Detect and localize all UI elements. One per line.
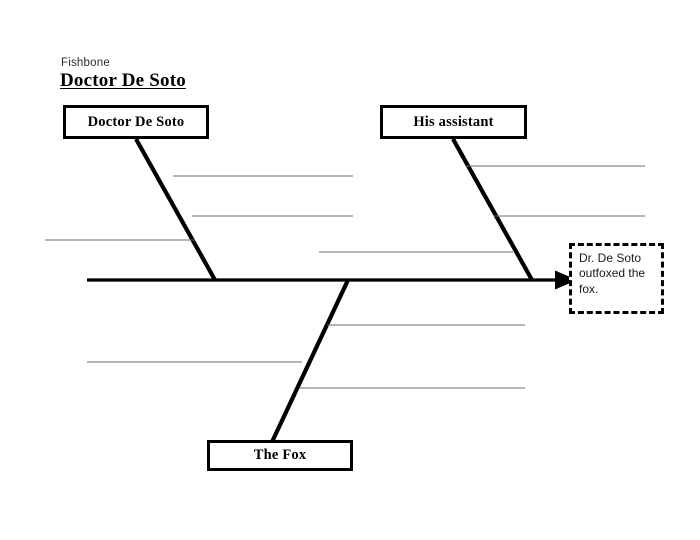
bone-the-fox	[270, 279, 350, 443]
page-kicker: Fishbone	[61, 57, 110, 69]
bone-doctor-de-soto	[134, 137, 217, 282]
category-box-the-fox[interactable]: The Fox	[207, 440, 353, 471]
category-box-label: His assistant	[413, 113, 494, 130]
category-box-doctor-de-soto[interactable]: Doctor De Soto	[63, 105, 209, 139]
category-box-label: The Fox	[253, 447, 307, 463]
category-box-his-assistant[interactable]: His assistant	[380, 105, 527, 139]
effect-box[interactable]: Dr. De Soto outfoxed the fox.	[569, 243, 664, 314]
category-box-label: Doctor De Soto	[87, 113, 185, 130]
page-title: Doctor De Soto	[60, 70, 186, 91]
bone-his-assistant	[451, 137, 534, 282]
